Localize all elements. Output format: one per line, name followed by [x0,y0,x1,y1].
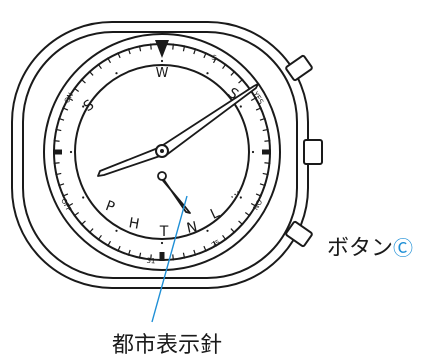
minute-tick [67,96,74,102]
bezel-label-no: NO [252,198,265,212]
minute-tick [203,52,207,59]
minute-tick [262,128,269,132]
dial-dot [115,72,118,75]
dial-dot [239,105,242,108]
minute-tick [182,252,186,259]
minute-tick [97,234,102,241]
dial-letter-dots: ... [224,183,242,201]
hour-hand [97,147,161,177]
dial-dot [160,59,164,63]
minute-tick [106,240,112,247]
minute-tick [88,70,94,76]
dial-dot [82,196,85,199]
minute-tick [255,193,262,197]
minute-tick [62,193,69,197]
minute-tick [62,107,69,111]
dial-dot [69,150,73,154]
minute-tick [150,254,152,261]
bezel-label-25: 25 [210,238,222,249]
watch-case-inner [22,31,298,279]
minute-tick [250,202,257,208]
minute-tick [264,162,271,164]
minute-tick [138,45,142,52]
button-c-mark: Ⓒ [393,236,414,260]
minute-tick [58,183,65,187]
dial-dot [206,72,209,75]
minute-tick [106,57,112,64]
minute-tick [127,48,131,55]
city-indicator-hand [159,176,191,214]
minute-tick [172,43,174,50]
minute-tick [193,249,197,256]
minute-tick [73,212,80,217]
minute-tick [238,220,244,226]
twelve-oclock-marker [155,40,169,58]
minute-tick [193,48,197,55]
minute-tick [212,240,218,247]
dial-dot [160,241,164,245]
button-a[interactable] [285,54,313,82]
dial-letter-s-left: S [81,97,98,115]
dial-letter-w: W [156,66,169,81]
button-c-callout-text: ボタン [327,236,394,261]
minute-tick [238,78,244,84]
minute-tick [150,43,152,50]
city-hand-pivot [157,171,167,181]
minute-tick [80,78,86,84]
minute-tick [97,63,102,70]
minute-tick [250,96,257,102]
minute-tick [55,128,62,132]
dial-face [74,64,250,240]
minute-ticks [53,43,271,261]
minute-tick [127,249,131,256]
minute-tick [230,70,236,76]
minute-tick [73,87,80,92]
center-pivot-dot [160,149,164,153]
minute-tick [264,140,271,142]
dial-letter-l: L [208,205,222,223]
minute-tick [53,140,60,142]
minute-tick [172,254,174,261]
city-hand-leader-line [151,195,188,323]
minute-tick [182,45,186,52]
minute-tick [259,183,266,187]
bezel-label-31: 31 [146,257,156,266]
minute-tick [222,234,227,241]
city-hand-callout: 都市表示針 [112,333,223,358]
dial-dot [251,150,255,154]
minute-tick [255,107,262,111]
dial-letter-n: N [185,219,199,237]
bezel-ring-outer [43,33,281,271]
bezel-label-5: 5 [210,53,217,62]
minute-tick [55,172,62,176]
bezel-label-on: ON [63,91,75,104]
dial-dot [115,229,118,232]
minute-tick [117,52,121,59]
minute-tick [244,212,251,217]
minute-tick [222,63,227,70]
minute-tick [67,202,74,208]
button-b[interactable] [303,139,323,165]
minute-tick [203,245,207,252]
minute-tick [212,57,218,64]
dial-dot [82,105,85,108]
minute-tick [262,172,269,176]
button-c[interactable] [285,220,313,248]
minute-tick [58,117,65,121]
minute-tick [88,228,94,234]
minute-tick [259,117,266,121]
dial-letter-h: H [127,215,140,233]
minute-tick [117,245,121,252]
minute-tick [138,252,142,259]
button-c-callout: ボタンⒸ [327,230,413,262]
dial-letter-t: T [159,224,169,240]
dial-letter-p: P [103,198,116,216]
minute-tick [80,220,86,226]
minute-tick [230,228,236,234]
dial-dot [239,196,242,199]
dial-dot [206,229,209,232]
minute-tick [53,162,60,164]
